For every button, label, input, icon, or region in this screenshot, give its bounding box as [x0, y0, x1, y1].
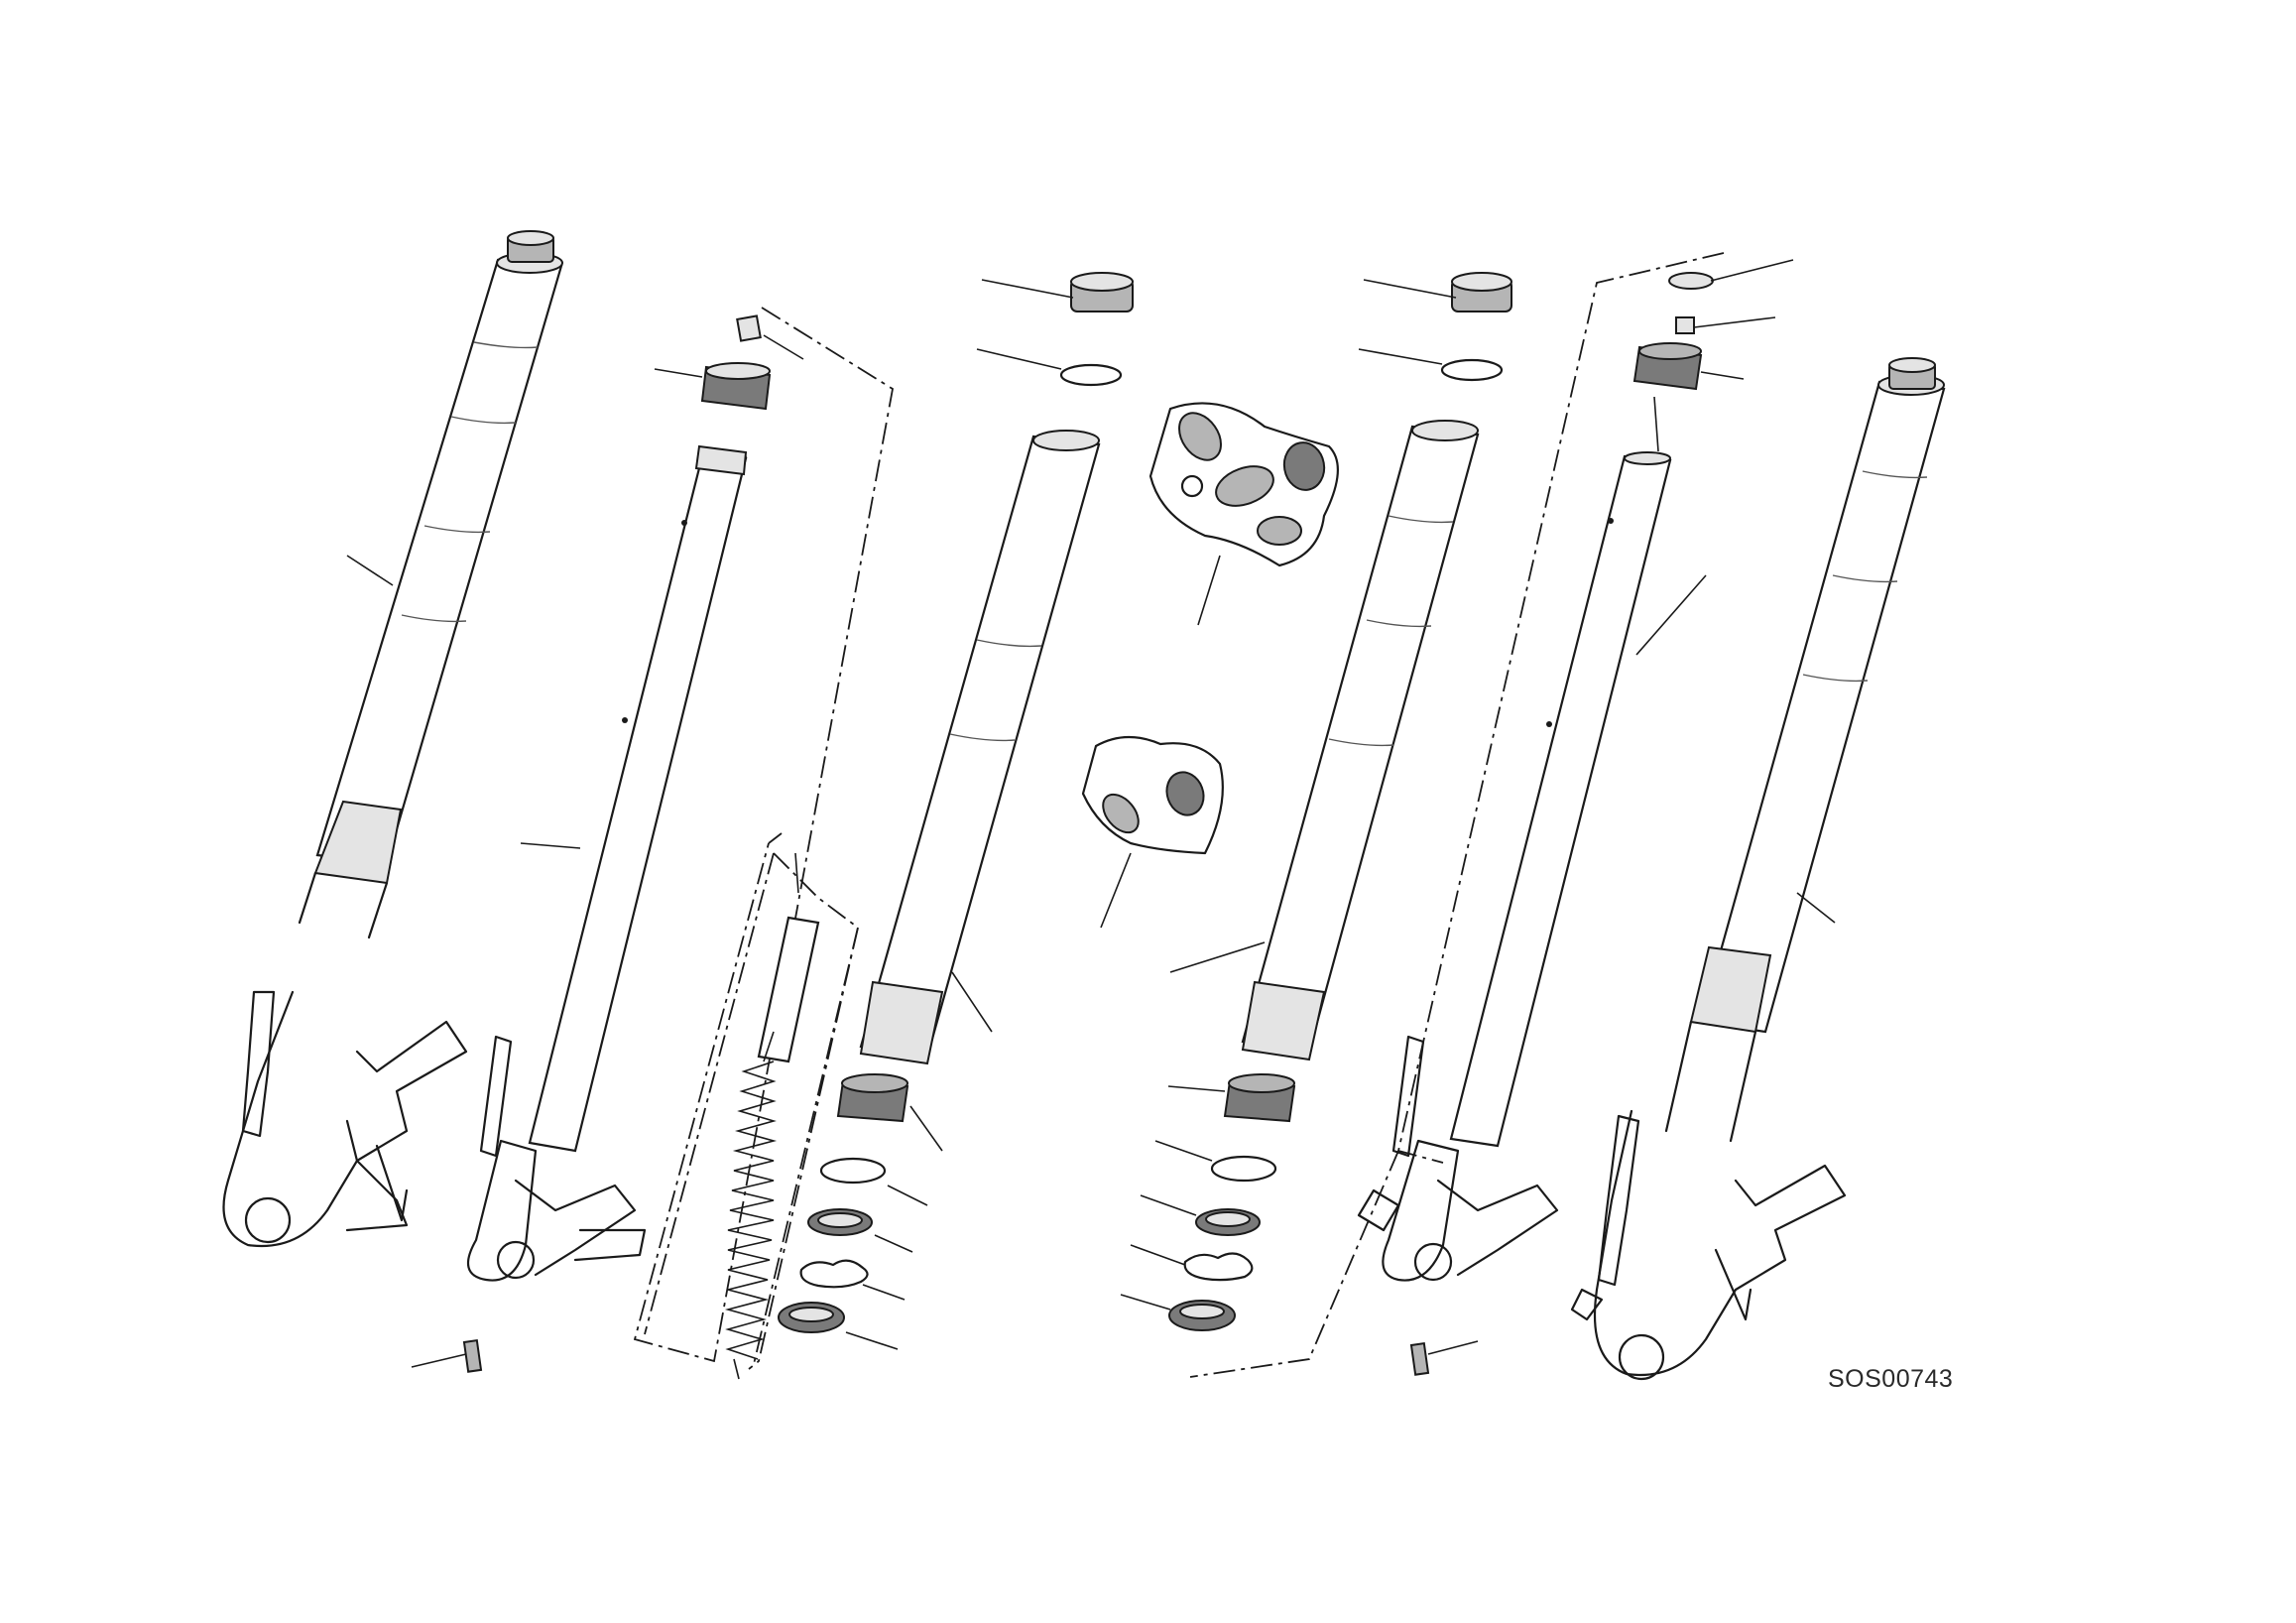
washer-1	[819, 1157, 928, 1206]
drawing-code: SOS00743	[1828, 1365, 1953, 1393]
exploded-group-bracket-2	[644, 852, 860, 1370]
fork-leg-assembled-right	[1570, 357, 1946, 1381]
damper-cartridge-spring	[724, 852, 820, 1380]
cap-nut-leg2	[654, 314, 804, 476]
o-ring-center-right	[1358, 348, 1504, 382]
washer-2	[1154, 1140, 1277, 1183]
seal-kit-bag-upper	[1148, 402, 1339, 626]
top-cap-center-left	[981, 272, 1134, 312]
exploded-group-bracket-1	[633, 307, 894, 1363]
oil-seal-2	[1140, 1194, 1261, 1236]
cap-hardware-right	[1632, 259, 1794, 452]
retaining-clip-1	[799, 1259, 906, 1301]
bushing-2	[1167, 1073, 1296, 1123]
top-cap-center-right	[1363, 272, 1512, 312]
coil-spring	[724, 1061, 778, 1360]
seal-stack-center-left	[778, 1073, 943, 1350]
o-ring-center-left	[976, 348, 1123, 387]
bushing-1	[836, 1073, 943, 1152]
retaining-clip-2	[1130, 1244, 1254, 1282]
fork-leg-assembled-left	[222, 230, 563, 1248]
dust-seal-2	[1120, 1294, 1236, 1331]
seal-kit-bag-lower	[1081, 735, 1224, 929]
seal-stack-center-right	[1120, 1073, 1296, 1331]
fork-leg-slider	[411, 450, 748, 1373]
fork-leg-slider-right	[1357, 259, 1794, 1376]
oil-seal-1	[807, 1208, 913, 1253]
dust-seal-1	[778, 1302, 899, 1350]
outer-tube-center-left	[859, 272, 1134, 1065]
outer-tube-center-right	[1169, 272, 1512, 1061]
